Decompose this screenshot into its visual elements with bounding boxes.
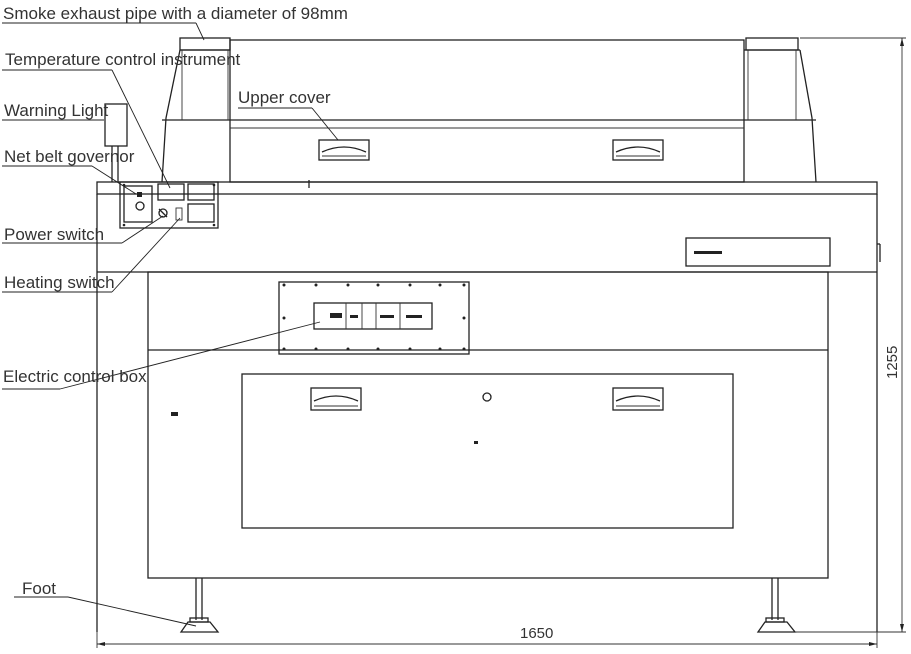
label-heating-switch: Heating switch [4, 273, 115, 292]
label-warning-light: Warning Light [4, 101, 109, 120]
label-electric-control-box: Electric control box [3, 367, 147, 386]
leader-lines [2, 22, 339, 627]
height-dimension [795, 37, 906, 633]
dimension-width-text: 1650 [520, 625, 553, 642]
warning-light [104, 103, 128, 182]
label-net-belt-governor: Net belt governor [4, 147, 135, 166]
label-temperature-control: Temperature control instrument [5, 50, 241, 69]
label-power-switch: Power switch [4, 225, 104, 244]
width-dimension [96, 632, 878, 648]
foot-left [179, 578, 220, 633]
upper-cover-body [161, 39, 817, 183]
control-panel [119, 181, 219, 229]
main-cabinet [96, 180, 878, 632]
nameplate [685, 237, 881, 267]
lower-door [171, 373, 734, 529]
electric-control-box [278, 281, 470, 355]
foot-right [756, 578, 797, 633]
smoke-exhaust-pipe-left [179, 37, 231, 120]
dimension-height-text: 1255 [884, 346, 901, 379]
upper-cover-handle-right [612, 139, 664, 161]
upper-cover-handle-left [318, 139, 370, 161]
label-upper-cover: Upper cover [238, 88, 331, 107]
label-smoke-exhaust: Smoke exhaust pipe with a diameter of 98… [3, 4, 348, 23]
smoke-exhaust-pipe-right [745, 37, 799, 120]
label-foot: Foot [22, 579, 56, 598]
